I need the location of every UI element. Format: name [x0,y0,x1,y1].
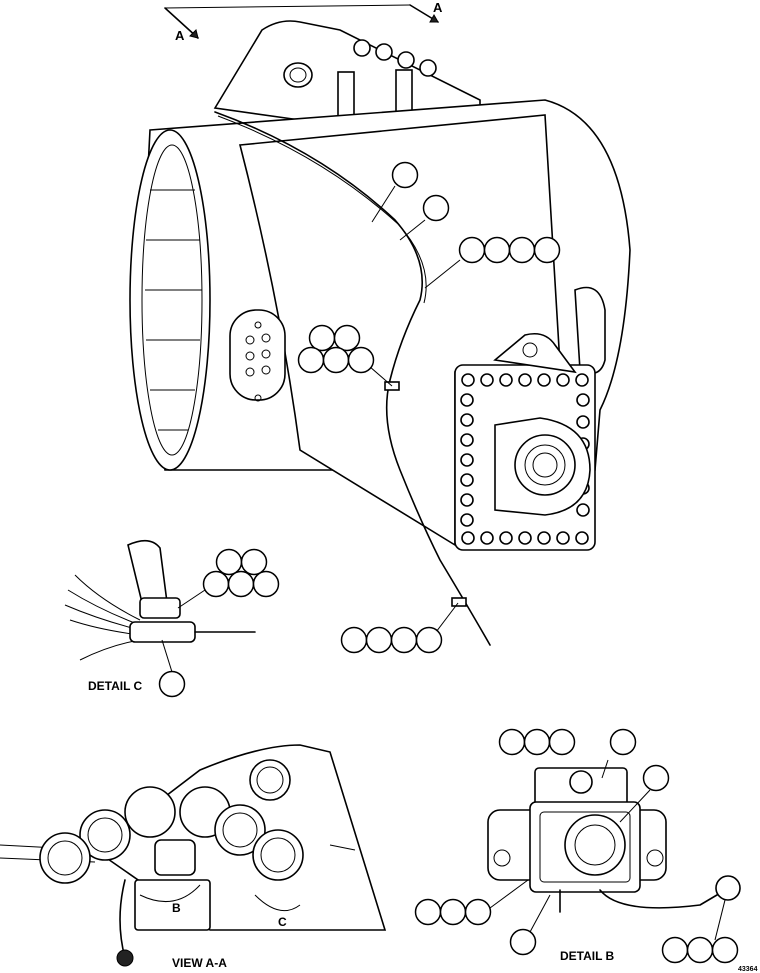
flange-bolt [518,531,532,545]
flange-bolt [460,433,474,447]
detail-c: DETAIL C [64,539,256,693]
drum-open-end [129,129,211,471]
callout-detail-b-bottom-right-row-3-2 [686,936,714,964]
callout-main-left-cluster-5-5 [347,346,375,374]
callout-detail-b-left-row-3-1 [414,898,442,926]
callout-detail-b-top-right-single-1 [609,728,637,756]
left-plate-bolts [245,321,271,402]
callout-detail-b-bottom-right-row-3-3 [711,936,739,964]
callout-main-top-row-4-4 [533,236,561,264]
section-label-a-left: A [175,28,185,43]
flange-bolt [460,413,474,427]
flange-bolt [461,373,475,387]
callout-detail-c-cluster-5-1 [215,548,243,576]
view-aa-junction [154,839,196,876]
flange-bolt [460,473,474,487]
callout-main-lower-row-4-2 [365,626,393,654]
flange-bolt [556,373,570,387]
callout-main-left-cluster-5-2 [333,324,361,352]
detail-c-clamp [139,597,181,619]
flange-bolt [575,373,589,387]
drawing-number: 43364 [738,966,758,973]
callout-detail-b-right-single-1 [642,764,670,792]
callout-main-left-cluster-5-4 [322,346,350,374]
flange-bolt [575,531,589,545]
view-aa-label: VIEW A-A [172,956,227,970]
flange-bolt [460,513,474,527]
callout-main-top-single-2-1 [422,194,450,222]
top-connector [283,62,313,88]
output-shaft [514,434,576,496]
harness-clip-2 [451,597,467,607]
callout-main-top-row-4-3 [508,236,536,264]
flange-bolt [576,503,590,517]
view-aa-marker-c: C [278,915,287,929]
callout-detail-c-cluster-5-5 [252,570,280,598]
flange-top-ear [493,332,577,374]
callout-detail-c-bottom-single-1 [158,670,186,698]
callout-balloons [158,161,739,964]
flange-bolt [537,531,551,545]
callout-detail-c-cluster-5-4 [227,570,255,598]
flange-bolt [461,531,475,545]
right-side-lug [574,286,606,375]
flange-bolt [480,373,494,387]
detail-c-label: DETAIL C [88,679,143,693]
left-connector-plate [229,309,286,401]
callout-detail-b-top-row-3-3 [548,728,576,756]
flange-bolt [576,415,590,429]
view-aa-marker-b: B [172,901,181,915]
flange-bolt [499,531,513,545]
detail-b-end-connector [715,875,741,901]
section-line-a-a: A A [164,0,443,43]
callout-main-lower-row-4-3 [390,626,418,654]
detail-b-label: DETAIL B [560,949,615,963]
callout-main-lower-row-4-1 [340,626,368,654]
detail-c-connector [129,621,196,643]
callout-main-left-cluster-5-3 [297,346,325,374]
flange-bolt [576,393,590,407]
callout-detail-b-bottom-right-row-3-1 [661,936,689,964]
flange-bolt [480,531,494,545]
flange-bolt [556,531,570,545]
callout-detail-b-top-row-3-1 [498,728,526,756]
callout-detail-b-bottom-single-1 [509,928,537,956]
flange-bolt [460,453,474,467]
flange-bolt [518,373,532,387]
flange-bolt [460,393,474,407]
callout-detail-c-cluster-5-3 [202,570,230,598]
callout-detail-b-left-row-3-2 [439,898,467,926]
view-a-a: B C VIEW A-A [0,744,387,970]
callout-main-left-cluster-5-1 [308,324,336,352]
view-aa-top-connector [249,759,291,801]
section-label-a-right: A [433,0,443,15]
view-aa-connectors [39,786,304,884]
detail-b: DETAIL B [487,759,741,963]
transmission-housing [129,20,631,551]
flange-bolt [499,373,513,387]
callout-detail-b-left-row-3-3 [464,898,492,926]
detail-b-sensor [564,814,626,876]
callout-main-top-single-1-1 [391,161,419,189]
flange-bolt [537,373,551,387]
view-aa-plug [116,949,134,967]
drum-ribs [145,189,202,431]
callout-main-lower-row-4-4 [415,626,443,654]
callout-detail-c-cluster-5-2 [240,548,268,576]
callout-main-top-row-4-1 [458,236,486,264]
flange-bolt [460,493,474,507]
callout-detail-b-top-row-3-2 [523,728,551,756]
callout-main-top-row-4-2 [483,236,511,264]
